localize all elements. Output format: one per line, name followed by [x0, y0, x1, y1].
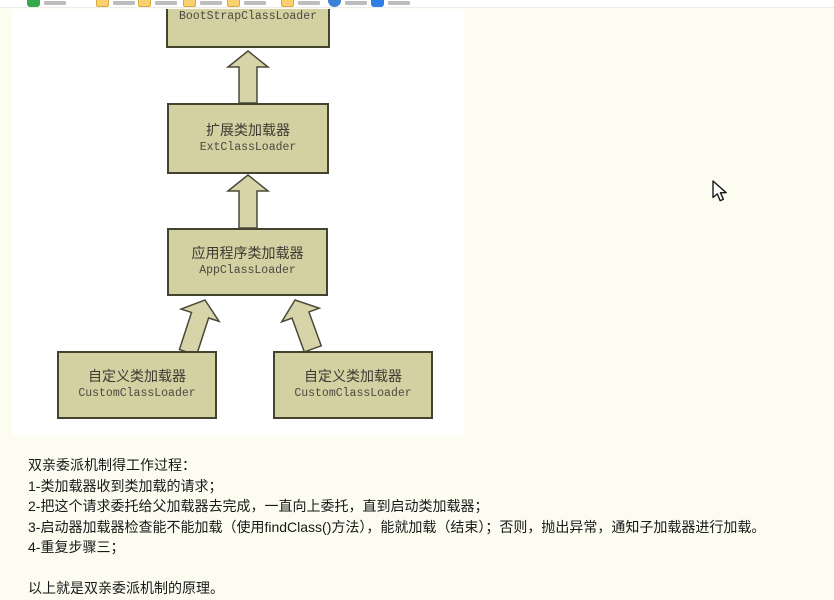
node-label-en: CustomClassLoader	[78, 387, 196, 400]
article-step-1: 1-类加载器收到类加载的请求；	[28, 477, 223, 494]
node-ext-classloader: 扩展类加载器 ExtClassLoader	[167, 103, 329, 174]
toolbar-label-stub	[345, 1, 367, 5]
green-app-icon[interactable]	[27, 0, 40, 7]
node-app-classloader: 应用程序类加载器 AppClassLoader	[167, 228, 328, 296]
article-step-3: 3-启动器加载器检查能不能加载（使用findClass()方法），能就加载（结束…	[28, 518, 766, 535]
node-label-en: ExtClassLoader	[199, 140, 297, 154]
folder-icon[interactable]	[183, 0, 196, 7]
diagram-canvas: BootStrapClassLoader 扩展类加载器 ExtClassLoad…	[12, 9, 464, 435]
toolbar-label-stub	[44, 1, 66, 5]
block-arrow-diagonal-right	[279, 299, 323, 353]
node-label-cn: 扩展类加载器	[206, 122, 290, 139]
article-step-2: 2-把这个请求委托给父加载器去完成，一直向上委托，直到启动类加载器；	[28, 498, 489, 514]
toolbar-label-stub	[244, 1, 266, 5]
article-text: 双亲委派机制得工作过程： 1-类加载器收到类加载的请求； 2-把这个请求委托给父…	[28, 455, 818, 598]
node-bootstrap-classloader: BootStrapClassLoader	[166, 9, 330, 48]
mouse-cursor	[712, 180, 727, 202]
block-arrow-diagonal-left	[178, 299, 221, 357]
blue-circle-icon[interactable]	[328, 0, 341, 7]
toolbar-label-stub	[200, 1, 222, 5]
node-custom-classloader-left: 自定义类加载器 CustomClassLoader	[57, 351, 217, 419]
folder-icon[interactable]	[281, 0, 294, 7]
folder-icon[interactable]	[138, 0, 151, 7]
node-label-en: BootStrapClassLoader	[178, 10, 318, 23]
node-label-en: CustomClassLoader	[294, 387, 412, 400]
top-toolbar	[0, 0, 834, 8]
blue-badge-icon[interactable]	[371, 0, 384, 7]
node-label-cn: 应用程序类加载器	[191, 246, 304, 262]
toolbar-label-stub	[113, 1, 135, 5]
folder-icon[interactable]	[227, 0, 240, 7]
node-custom-classloader-right: 自定义类加载器 CustomClassLoader	[273, 351, 433, 419]
article-title: 双亲委派机制得工作过程：	[28, 457, 196, 473]
toolbar-label-stub	[298, 1, 320, 5]
article-step-4: 4-重复步骤三；	[28, 539, 125, 555]
block-arrow-up-middle	[225, 174, 271, 229]
block-arrow-up-top	[225, 50, 271, 104]
toolbar-label-stub	[155, 1, 177, 5]
node-label-cn: 自定义类加载器	[304, 369, 402, 385]
article-conclusion: 以上就是双亲委派机制的原理。	[28, 579, 224, 596]
toolbar-label-stub	[388, 1, 410, 5]
node-label-cn: 自定义类加载器	[88, 369, 186, 385]
node-label-en: AppClassLoader	[199, 264, 296, 277]
folder-icon[interactable]	[96, 0, 109, 7]
